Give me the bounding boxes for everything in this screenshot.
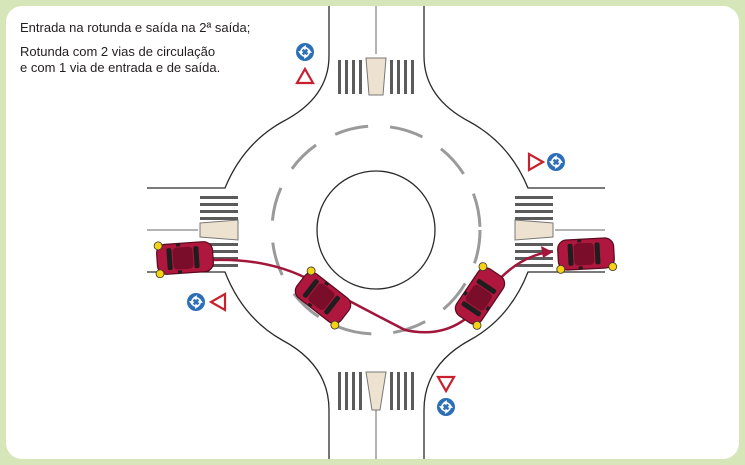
car-icon	[291, 266, 355, 330]
road-edge-bottom-left	[147, 271, 330, 459]
zebra-crossings	[200, 60, 553, 410]
caption-line-3: e com 1 via de entrada e de saída.	[20, 60, 221, 75]
cars	[153, 236, 618, 330]
central-island	[316, 170, 436, 290]
yield-sign-icon	[436, 375, 456, 393]
caption-line-1: Entrada na rotunda e saída na 2ª saída;	[20, 20, 251, 35]
yield-sign-icon	[295, 67, 315, 85]
car-icon	[153, 240, 215, 279]
car-icon	[556, 236, 618, 274]
roundabout-sign-icon	[546, 152, 566, 172]
roundabout-sign-icon	[295, 42, 315, 62]
yield-sign-icon	[527, 152, 545, 172]
caption: Entrada na rotunda e saída na 2ª saída; …	[20, 20, 250, 76]
lane-lines	[147, 6, 605, 459]
road-outline	[147, 6, 605, 459]
lane-separator-ring	[270, 124, 482, 336]
road-edge-top-right	[423, 6, 605, 189]
splitter-left	[199, 219, 239, 241]
roundabout-sign-icon	[436, 397, 456, 417]
splitter-islands	[199, 57, 554, 411]
yield-sign-icon	[209, 292, 227, 312]
splitter-right	[514, 219, 554, 241]
path-arrowhead	[541, 246, 553, 258]
splitter-bottom	[365, 371, 387, 411]
road-edge-top-left	[147, 6, 330, 189]
car-icon	[451, 262, 509, 330]
caption-line-2: Rotunda com 2 vias de circulação	[20, 44, 216, 59]
road-edge-bottom-right	[423, 271, 605, 459]
roundabout-sign-icon	[186, 292, 206, 312]
splitter-top	[365, 57, 387, 96]
